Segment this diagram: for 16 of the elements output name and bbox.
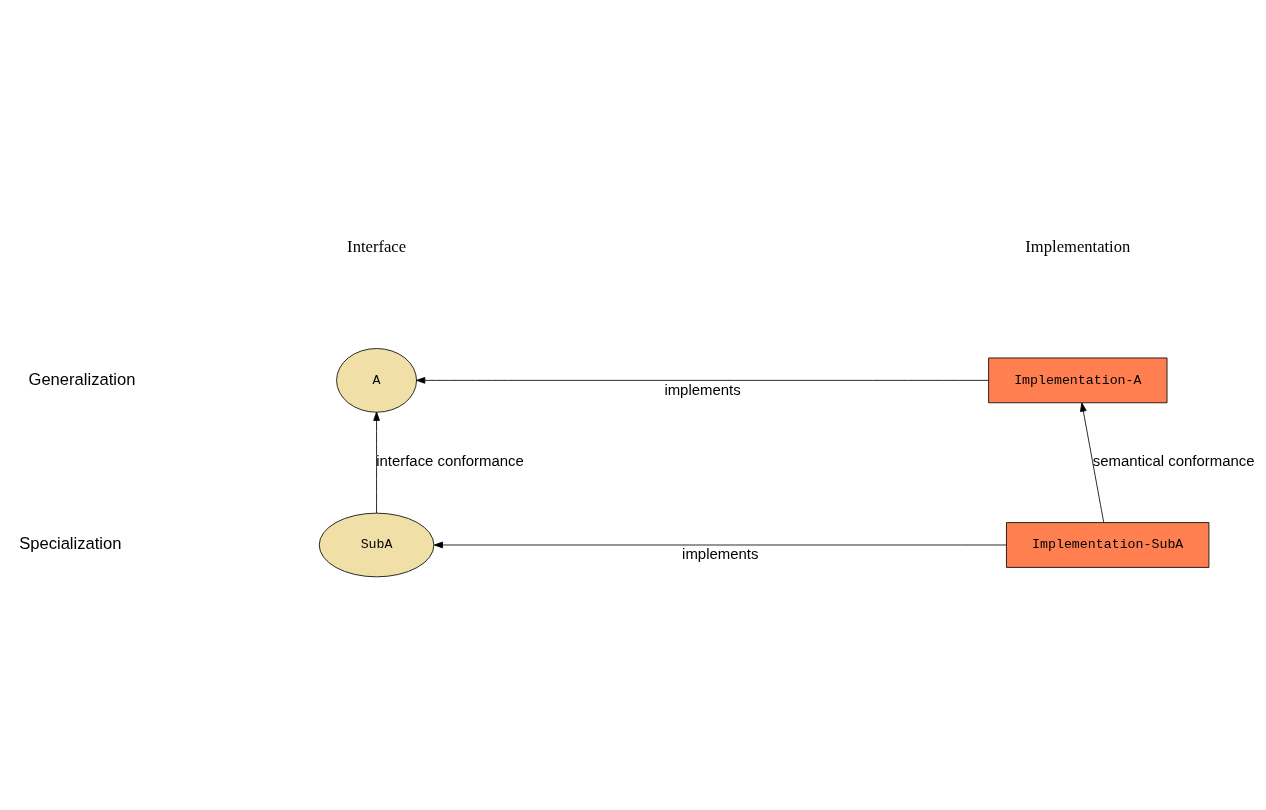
arrow: [416, 377, 989, 384]
arrow: [433, 541, 1007, 549]
edge-label: interface conformance: [376, 452, 524, 470]
label: Specialization: [19, 534, 122, 554]
arrow: [1080, 402, 1105, 523]
edge-label: semantical conformance: [1092, 452, 1255, 470]
edge-label: implements: [664, 380, 741, 398]
node-ellipse: A: [336, 348, 417, 413]
label: Interface: [347, 237, 407, 257]
node-box: Implementation-SubA: [1006, 522, 1210, 568]
node-ellipse: SubA: [318, 512, 435, 578]
label: Implementation: [1025, 237, 1131, 257]
edge-label: implements: [682, 545, 759, 563]
label: Generalization: [28, 369, 136, 389]
node-box: Implementation-A: [988, 357, 1168, 404]
arrow: [373, 411, 380, 514]
